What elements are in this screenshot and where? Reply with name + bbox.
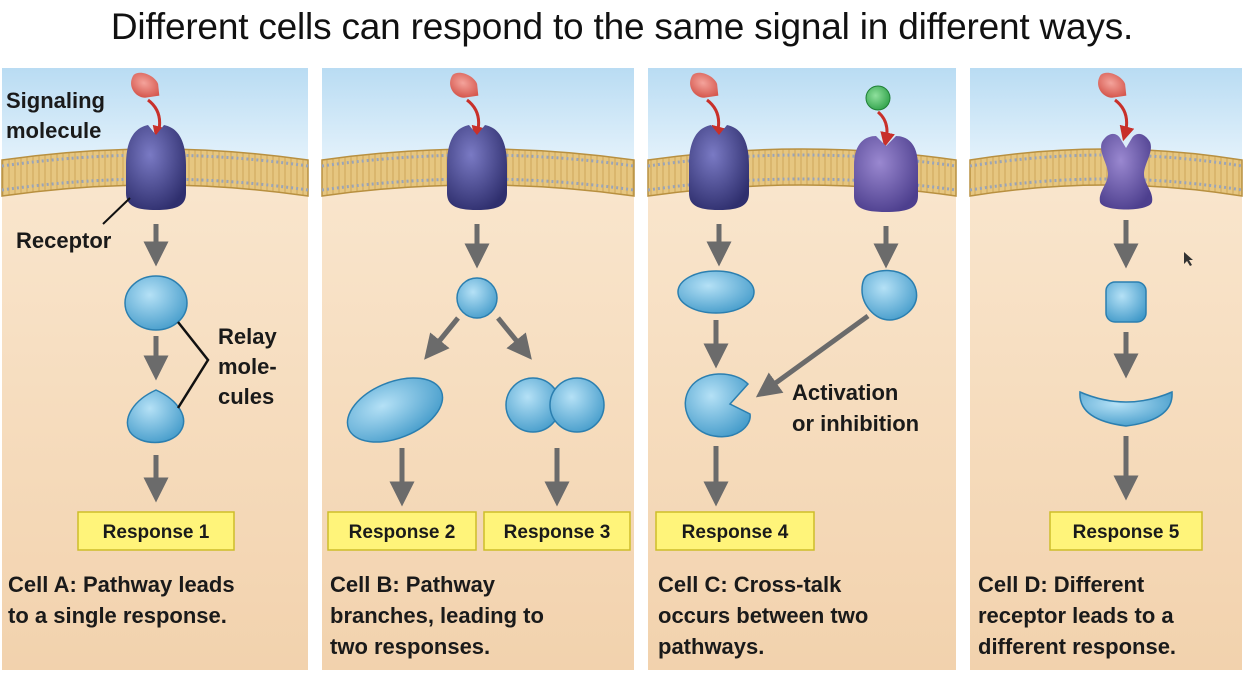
cross-talk-arrow — [755, 313, 870, 398]
relay-molecule-right — [505, 377, 605, 433]
branch-arrow-right — [496, 316, 532, 360]
signaling-molecule-label: Signaling molecule — [6, 88, 111, 143]
receptor-icon — [689, 125, 749, 210]
binding-arrow — [466, 98, 487, 142]
panel-cell-c: Activation or inhibition Response 4 Cell… — [647, 68, 957, 670]
binding-arrow — [706, 98, 727, 142]
binding-arrow-2 — [876, 110, 895, 148]
receptor-2-icon — [854, 136, 918, 212]
response-1-label: Response 1 — [103, 522, 210, 543]
different-receptor-icon — [1099, 133, 1153, 210]
response-3-box — [483, 511, 631, 551]
cursor-icon — [1184, 252, 1193, 266]
relay-bracket — [176, 321, 210, 409]
second-signal-icon — [865, 85, 891, 111]
response-3-label: Response 3 — [504, 522, 611, 543]
relay-molecule-1 — [677, 270, 755, 314]
relay-molecule-left — [346, 377, 444, 443]
response-2-label: Response 2 — [349, 522, 456, 543]
response-1-box — [77, 511, 235, 551]
response-5-label: Response 5 — [1073, 522, 1180, 543]
binding-arrow — [1114, 98, 1135, 142]
relay-molecules-label: Relay mole- cules — [218, 324, 283, 409]
response-5-box — [1049, 511, 1203, 551]
figure-title: Different cells can respond to the same … — [110, 6, 1134, 47]
receptor-icon — [447, 125, 507, 210]
activation-inhibition-label: Activation or inhibition — [792, 380, 919, 436]
panel-cell-b: Response 2 Response 3 Cell B: Pathway br… — [321, 68, 635, 670]
cell-d-caption: Cell D: Different receptor leads to a di… — [978, 572, 1180, 659]
relay-molecule-3 — [684, 373, 751, 438]
cell-a-caption: Cell A: Pathway leads to a single respon… — [8, 572, 241, 628]
relay-molecule-1 — [124, 275, 188, 331]
branch-arrow-left — [424, 316, 460, 360]
binding-arrow — [147, 98, 168, 142]
relay-molecule-2 — [861, 269, 918, 321]
cell-c-caption: Cell C: Cross-talk occurs between two pa… — [658, 572, 874, 659]
response-4-label: Response 4 — [682, 522, 789, 543]
relay-molecule-2 — [1079, 390, 1173, 427]
receptor-icon — [126, 125, 186, 210]
receptor-leader-line — [102, 197, 131, 225]
response-4-box — [655, 511, 815, 551]
relay-molecule-1 — [1105, 281, 1147, 323]
receptor-label: Receptor — [16, 228, 112, 253]
cell-b-caption: Cell B: Pathway branches, leading to two… — [330, 572, 550, 659]
panel-cell-d: Response 5 Cell D: Different receptor le… — [969, 68, 1243, 670]
response-2-box — [327, 511, 477, 551]
relay-molecule-2 — [126, 389, 185, 444]
panel-cell-a: Signaling molecule Receptor Relay mole- … — [1, 68, 309, 670]
relay-molecule — [456, 277, 498, 319]
